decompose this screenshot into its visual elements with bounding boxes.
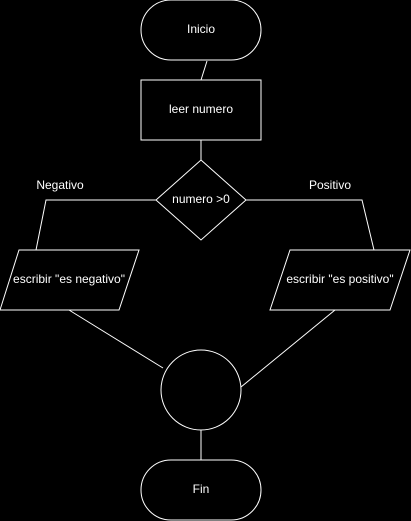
output-positive-label: escribir "es positivo" — [286, 272, 393, 286]
start-label: Inicio — [187, 22, 215, 36]
start-node: Inicio — [140, 0, 262, 61]
output-negative-parallelogram-shape — [0, 249, 140, 311]
connectors — [35, 60, 375, 460]
branch-positive-label: Positivo — [309, 178, 351, 192]
edge-negative-to-merge — [68, 309, 164, 369]
edge-decision-to-negative — [35, 199, 156, 251]
decision-label: numero >0 — [172, 192, 230, 206]
read-process-shape — [140, 79, 262, 141]
output-positive-node: escribir "es positivo" — [269, 249, 411, 311]
start-terminator-shape — [140, 0, 262, 61]
edge-start-to-read — [200, 60, 208, 81]
merge-connector-circle — [160, 349, 242, 431]
output-negative-node: escribir "es negativo" — [0, 249, 140, 311]
edge-decision-to-positive — [246, 199, 375, 251]
output-positive-parallelogram-shape — [269, 249, 411, 311]
read-node: leer numero — [140, 79, 262, 141]
end-label: Fin — [193, 482, 210, 496]
end-terminator-shape — [140, 459, 262, 521]
edge-positive-to-merge — [240, 309, 336, 388]
read-label: leer numero — [169, 102, 233, 116]
decision-node: numero >0 — [155, 159, 247, 241]
output-negative-label: escribir "es negativo" — [13, 272, 125, 286]
branch-negative-label: Negativo — [36, 178, 84, 192]
end-node: Fin — [140, 459, 262, 521]
decision-diamond-shape — [155, 159, 247, 241]
